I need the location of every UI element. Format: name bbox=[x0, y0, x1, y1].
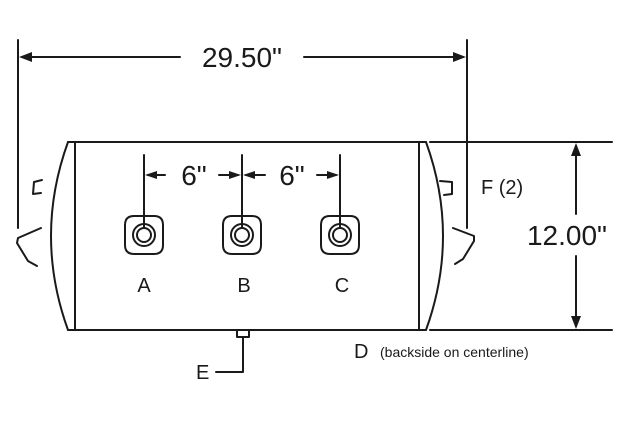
port-e-label: E bbox=[196, 362, 209, 384]
arrow-ab-left bbox=[145, 171, 157, 179]
port-d-note: (backside on centerline) bbox=[380, 344, 529, 360]
right-mount-foot bbox=[452, 227, 475, 265]
arrow-diameter-top bbox=[571, 143, 581, 156]
port-b-label: B bbox=[237, 275, 250, 297]
drain-fitting-e bbox=[215, 329, 250, 373]
arrow-bc-right bbox=[327, 171, 339, 179]
port-d-label: D bbox=[354, 341, 368, 363]
arrow-length-right bbox=[453, 52, 466, 62]
diameter-dimension-line bbox=[429, 141, 613, 331]
right-fitting-f bbox=[439, 180, 453, 196]
spacing-ab-label: 6" bbox=[181, 160, 207, 191]
length-dimension-line bbox=[17, 39, 468, 229]
left-mount-foot bbox=[16, 227, 42, 267]
arrow-diameter-bottom bbox=[571, 316, 581, 329]
arrow-bc-left bbox=[243, 171, 255, 179]
overall-length-label: 29.50" bbox=[202, 42, 282, 73]
diameter-label: 12.00" bbox=[527, 220, 607, 251]
arrow-length-left bbox=[19, 52, 32, 62]
port-f-label: F (2) bbox=[481, 177, 523, 199]
spacing-bc-label: 6" bbox=[279, 160, 305, 191]
tank-body bbox=[50, 141, 444, 331]
port-a-label: A bbox=[137, 275, 151, 297]
arrow-ab-right bbox=[229, 171, 241, 179]
port-spacing-dimension-lines bbox=[143, 154, 341, 229]
left-fitting-f bbox=[32, 179, 43, 195]
port-c-label: C bbox=[335, 275, 349, 297]
